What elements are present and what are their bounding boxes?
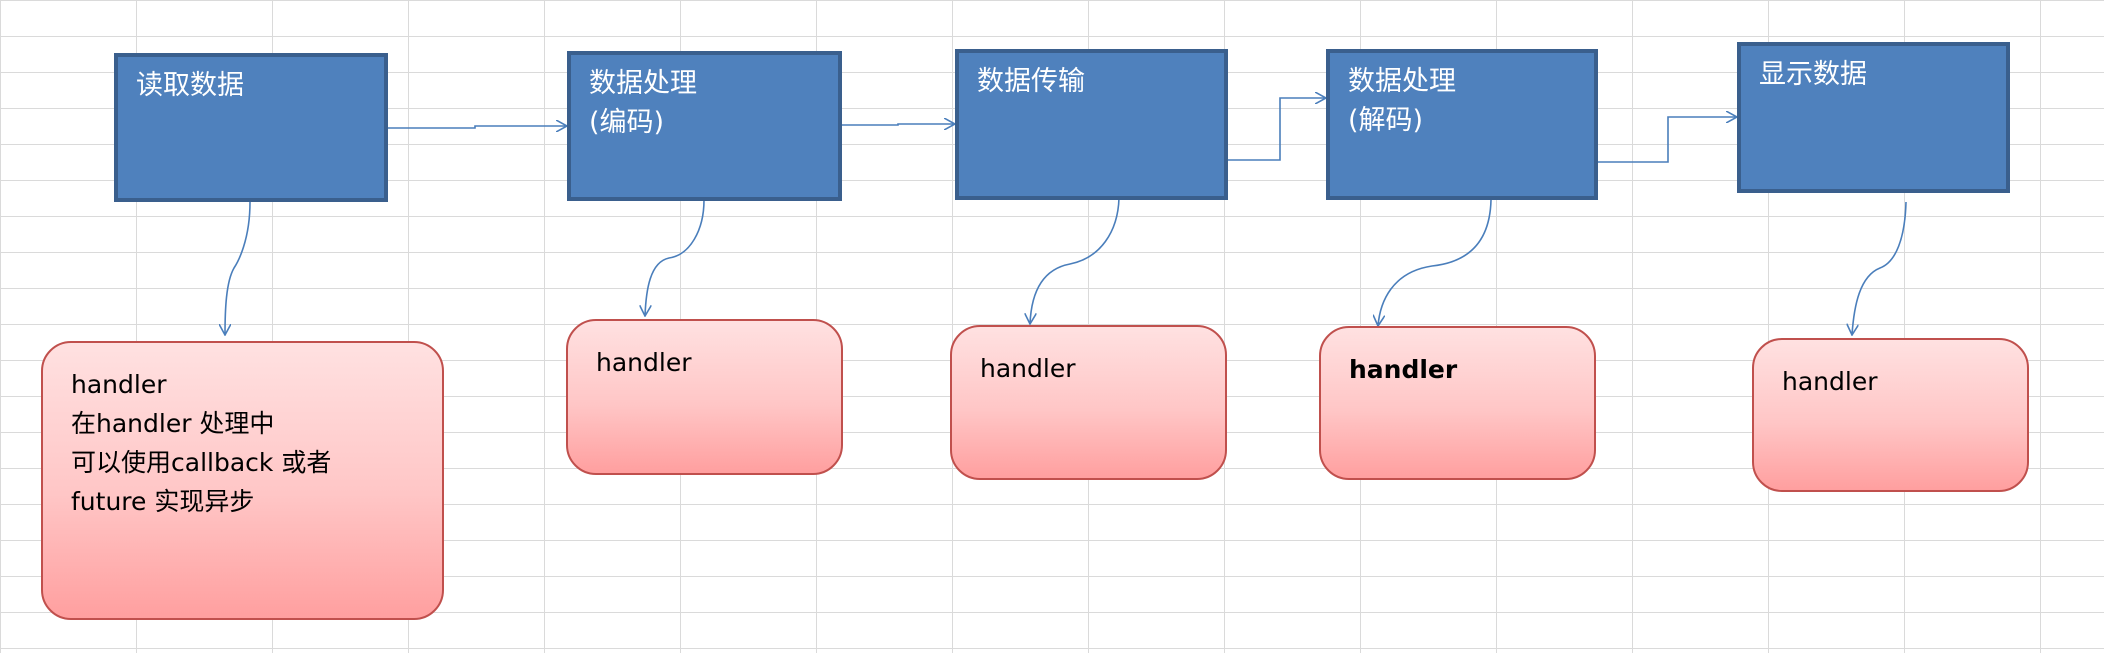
handler-arrow-1 (225, 201, 251, 335)
flow-arrow-1 (388, 126, 567, 128)
flow-arrow-3 (1228, 98, 1326, 161)
handler-transfer: handler (950, 325, 1227, 480)
handler-read-data: handler 在handler 处理中 可以使用callback 或者 fut… (41, 341, 444, 620)
handler-encode: handler (566, 319, 843, 475)
step-read-data: 读取数据 (114, 53, 388, 202)
handler-arrow-5 (1852, 201, 1907, 335)
step-decode: 数据处理 (解码) (1326, 49, 1598, 200)
flow-arrow-4 (1598, 117, 1737, 163)
handler-arrow-4 (1378, 199, 1492, 326)
handler-arrow-3 (1030, 197, 1120, 324)
handler-arrow-2 (645, 199, 705, 316)
step-display-data: 显示数据 (1737, 42, 2010, 193)
flow-arrow-2 (842, 124, 955, 125)
step-transfer: 数据传输 (955, 49, 1228, 200)
step-encode: 数据处理 (编码) (567, 51, 842, 201)
handler-decode: handler (1319, 326, 1596, 480)
handler-display-data: handler (1752, 338, 2029, 492)
